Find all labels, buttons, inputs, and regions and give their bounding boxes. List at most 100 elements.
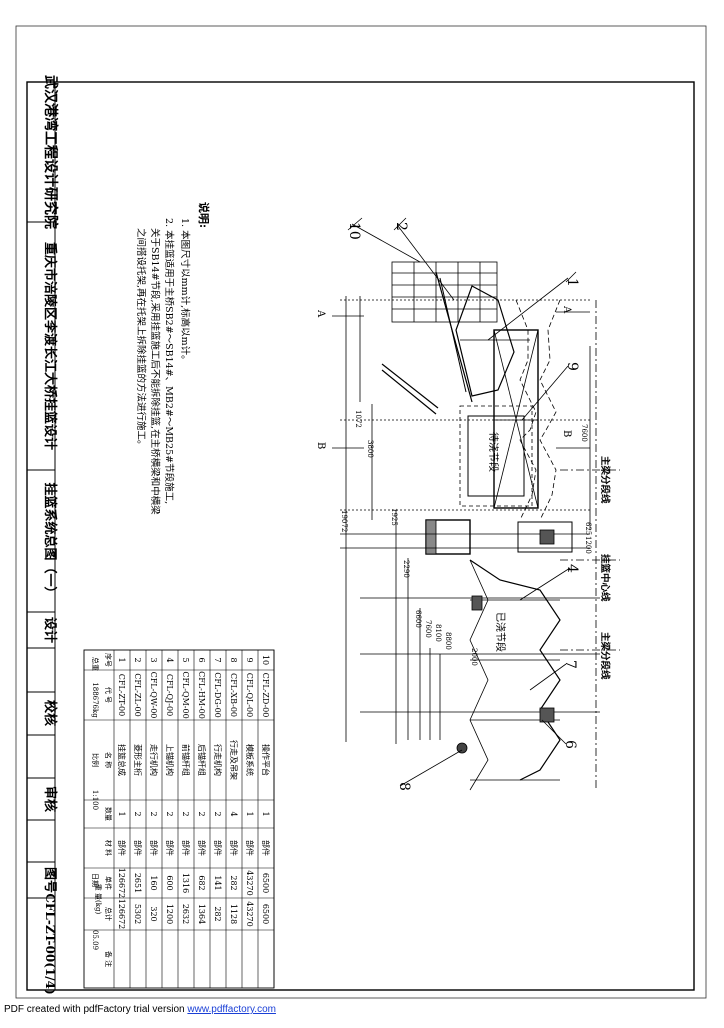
check-label: 校核 [42, 700, 58, 726]
bom-header-cell: 数量 [104, 807, 113, 821]
stamp-date-value: 05.09 [91, 930, 99, 950]
bom-cell-total: 126672 [117, 899, 126, 930]
dim-1072: 1072 [354, 410, 362, 428]
design-label: 设计 [42, 617, 58, 643]
bom-cell-code: CFL-ZT-00 [117, 674, 126, 716]
dim-2000: 2000 [470, 648, 478, 666]
bom-cell-code: CFL-QM-00 [181, 671, 190, 718]
callouts: 1 2 4 6 7 8 9 10 [346, 222, 580, 791]
bom-cell-unit: 282 [229, 875, 238, 890]
bom-cell-qty: 1 [117, 811, 126, 816]
bom-cell-unit: 141 [213, 875, 222, 890]
note-line-4: 之间搭设托架,再在托架上拆除挂篮的方法进行施工。 [135, 228, 147, 450]
bom-header-cell: 备 注 [104, 951, 113, 967]
pdffactory-link[interactable]: www.pdffactory.com [187, 1004, 276, 1015]
bom-weight-header: 重 量(kg) [94, 884, 102, 915]
bom-cell-name: 挂篮总成 [117, 744, 127, 776]
bom-header-cell: 代 号 [104, 687, 113, 703]
bom-cell-qty: 1 [245, 811, 254, 816]
dim-625: 625 [584, 522, 592, 535]
bom-cell-material: 部件 [245, 840, 255, 856]
bom-header-cell: 单件 [104, 876, 113, 890]
project-name: 重庆市涪陵区李渡长江大桥挂篮设计 [42, 242, 58, 450]
bom-cell-material: 部件 [261, 840, 271, 856]
bom-cell-total: 6500 [261, 904, 270, 924]
bom-cell-total: 2632 [181, 904, 190, 924]
bom-cell-unit: 6500 [261, 873, 270, 893]
bom-cell-name: 行走及吊架 [229, 740, 239, 780]
bom-cell-qty: 2 [165, 811, 174, 816]
bom-table: 10CFL-ZD-00操作平台1部件650065009CFL-QL-00模板系统… [83, 649, 275, 989]
pouring-segment-label: 待浇节段 [487, 432, 500, 472]
callout-1: 1 [564, 278, 580, 287]
callout-10: 10 [346, 222, 362, 240]
bom-cell-no: 1 [117, 657, 126, 662]
bom-cell-no: 6 [197, 657, 206, 662]
bom-cell-unit: 2651 [133, 873, 142, 893]
note-line-2: 2. 本挂篮适用于主桥SB2#～SB14#、MB2#～MB25#节段施工, [163, 218, 175, 504]
bom-cell-name: 走行机构 [149, 744, 159, 776]
bom-cell-name: 操作平台 [261, 744, 271, 776]
bom-cell-code: CFL-QL-00 [245, 673, 254, 717]
bom-cell-total: 1364 [197, 904, 206, 924]
bom-cell-no: 8 [229, 657, 238, 662]
bom-cell-name: 模板系统 [245, 744, 255, 776]
bom-cell-total: 320 [149, 906, 158, 921]
section-b-left: B [315, 442, 326, 449]
bom-cell-qty: 1 [261, 811, 270, 816]
sheet-border [15, 25, 707, 999]
bom-cell-name: 上锚机构 [165, 744, 175, 776]
drawing-number: CFL-ZT-00(1/4) [43, 893, 57, 994]
drawing-no-label: 图号 [42, 867, 57, 893]
bom-cell-code: CFL-DG-00 [213, 672, 222, 718]
bom-cell-total: 43270 [245, 901, 254, 926]
bom-cell-material: 部件 [229, 840, 239, 856]
bom-cell-code: CFL-HM-00 [197, 671, 206, 719]
section-b-right: B [561, 430, 572, 437]
dim-19072: 19072 [340, 510, 348, 532]
bom-cell-material: 部件 [197, 840, 207, 856]
bom-cell-unit: 160 [149, 875, 158, 890]
poured-segment-label: 已浇节段 [494, 612, 507, 652]
centerline-labels: 主梁分段线 挂篮中心线 主梁分段线 [599, 456, 611, 680]
bom-header-cell: 材 料 [104, 840, 113, 856]
bom-cell-qty: 2 [133, 811, 142, 816]
bom-header-cell: 总计 [104, 907, 113, 921]
bom-cell-material: 部件 [181, 840, 191, 856]
callout-4: 4 [564, 564, 580, 573]
bom-cell-total: 282 [213, 906, 222, 921]
bom-cell-no: 2 [133, 657, 142, 662]
dim-2290: 2290 [402, 560, 410, 578]
drawing-frame [26, 81, 695, 991]
bom-cell-unit: 1316 [181, 873, 190, 893]
dim-1200: 1200 [584, 536, 592, 554]
note-line-3: 关于SB14#节段,采用挂篮施工后不能拆除挂篮,在主桥横梁和中横梁 [149, 228, 161, 515]
bom-cell-code: CFL-QJ-00 [165, 674, 174, 716]
bom-cell-total: 5302 [133, 904, 142, 924]
callout-8: 8 [396, 782, 412, 791]
bom-cell-code: CFL-ZD-00 [261, 673, 270, 718]
segment-labels: 待浇节段 已浇节段 [487, 432, 507, 652]
callout-6: 6 [562, 740, 578, 749]
bom-cell-no: 5 [181, 657, 190, 662]
dim-1925: 1925 [390, 508, 398, 526]
bom-cell-material: 部件 [213, 840, 223, 856]
dim-7600-top: 7600 [580, 424, 588, 442]
callout-9: 9 [564, 362, 580, 371]
bom-cell-no: 10 [261, 655, 270, 665]
note-line-1: 1. 本图尺寸以mm计,标高以m计。 [179, 218, 191, 365]
bom-cell-name: 菱形主桁 [133, 744, 143, 776]
stamp-weight-label: 总重 [91, 657, 100, 671]
bom-cell-total: 1200 [165, 904, 174, 924]
bom-cell-code: CFL-XB-00 [229, 673, 238, 717]
bom-cell-material: 部件 [165, 840, 175, 856]
dim-8800: 8800 [444, 632, 452, 650]
main-beam-line-top: 主梁分段线 [599, 456, 611, 504]
callout-2: 2 [393, 222, 409, 231]
section-marks: A A B B [315, 305, 572, 449]
hanger-center-line: 挂篮中心线 [599, 554, 611, 602]
bom-cell-code: CFL-ZL-00 [133, 673, 142, 716]
operation-platform [391, 261, 498, 323]
